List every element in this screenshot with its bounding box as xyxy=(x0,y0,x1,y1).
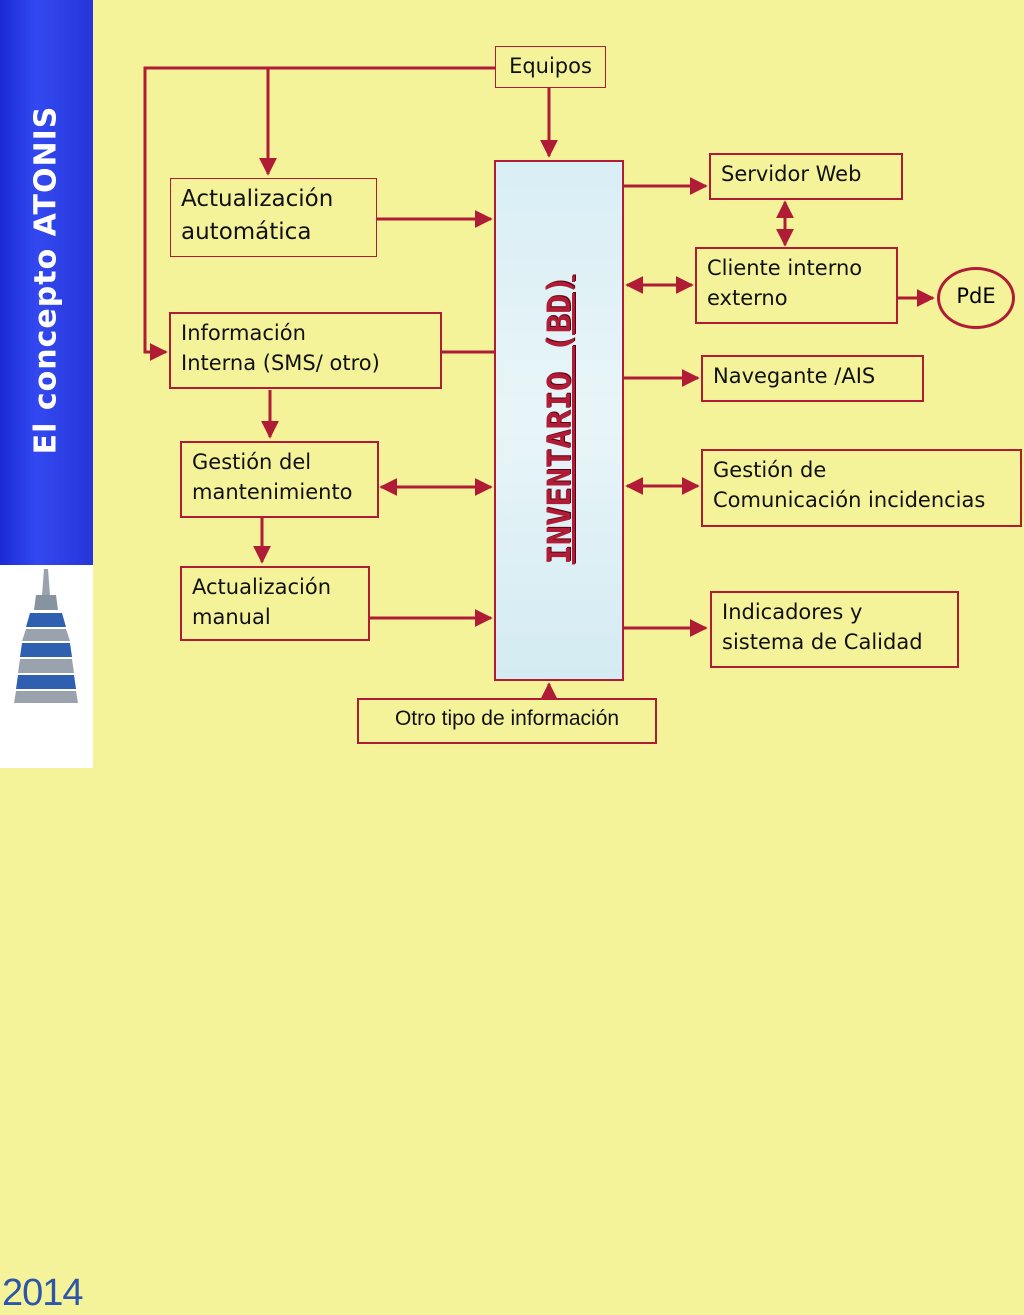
node-actualizacion-manual: Actualización manual xyxy=(180,566,370,641)
sidebar-banner: El concepto ATONIS xyxy=(0,0,93,565)
node-servidor-web: Servidor Web xyxy=(709,153,903,200)
node-navegante-ais: Navegante /AIS xyxy=(701,355,924,402)
connector-lines xyxy=(143,66,935,701)
logo-year: 2014 xyxy=(2,1272,84,1314)
node-pde: PdE xyxy=(937,267,1015,329)
node-actualizacion-automatica: Actualización automática xyxy=(170,178,377,257)
node-indicadores-calidad: Indicadores y sistema de Calidad xyxy=(710,591,959,668)
node-informacion-interna: Información Interna (SMS/ otro) xyxy=(169,312,442,389)
inventory-database-box xyxy=(494,160,624,681)
node-gestion-mantenimiento: Gestión del mantenimiento xyxy=(180,441,379,518)
tower-logo-icon xyxy=(14,569,78,703)
node-gestion-comunicacion-incidencias: Gestión de Comunicación incidencias xyxy=(701,449,1022,527)
node-equipos: Equipos xyxy=(495,46,606,88)
node-cliente-interno-externo: Cliente interno externo xyxy=(695,247,898,324)
inventory-title: INVENTARIO (BD) xyxy=(540,275,578,565)
node-otro-tipo-informacion: Otro tipo de información xyxy=(357,698,657,744)
